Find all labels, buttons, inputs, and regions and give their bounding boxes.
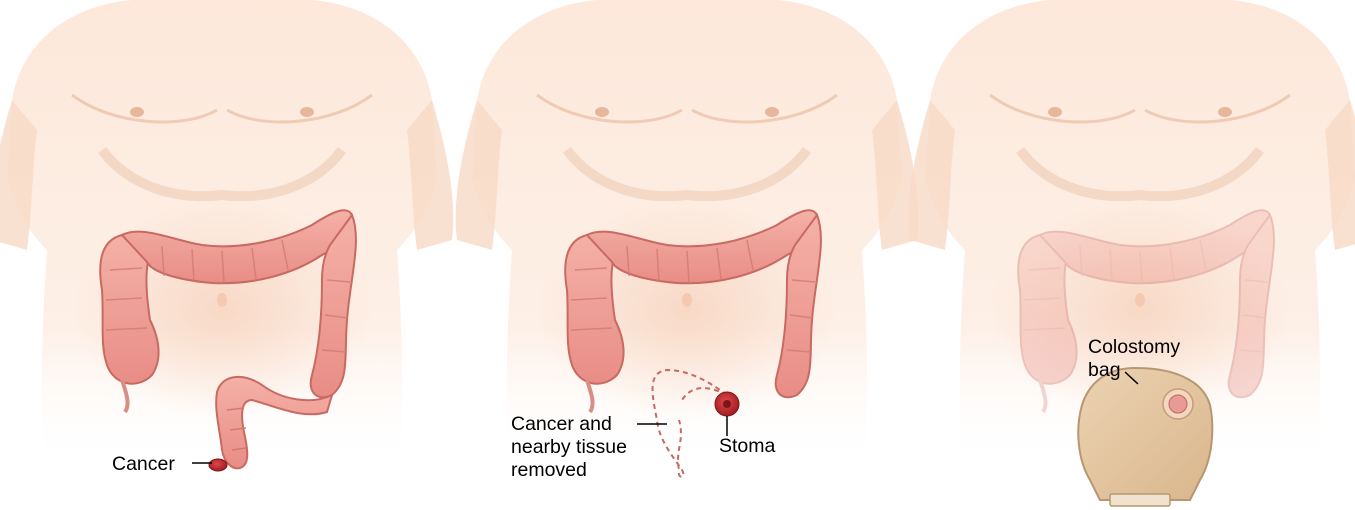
tumor-marker: [209, 459, 227, 471]
removed-label-line2: nearby tissue: [511, 436, 627, 458]
colostomy-bag: [1078, 368, 1212, 506]
panel-before-surgery: Cancer: [0, 0, 453, 475]
stoma-in-bag: [1169, 395, 1187, 413]
panel-with-colostomy-bag: Colostomy bag: [909, 0, 1355, 506]
removed-label-line3: removed: [511, 459, 587, 481]
cancer-label: Cancer: [112, 453, 175, 475]
colostomy-label-line2: bag: [1088, 359, 1121, 381]
removed-label-line1: Cancer and: [511, 413, 612, 435]
panel-after-resection: Stoma Cancer and nearby tissue removed: [456, 0, 919, 481]
colostomy-label-line1: Colostomy: [1088, 336, 1180, 358]
stoma-label: Stoma: [719, 435, 776, 457]
